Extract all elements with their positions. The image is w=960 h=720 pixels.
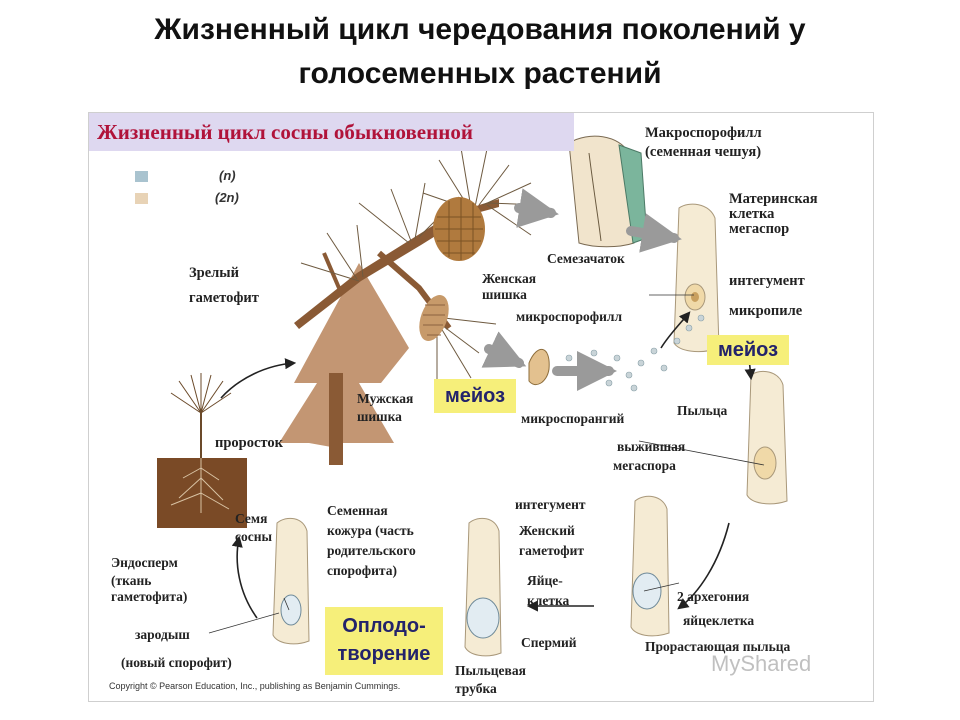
label-seed-coat-3: родительского [327,543,416,558]
meiosis-right-label: мейоз [707,335,789,365]
label-germinating-pollen: Прорастающая пыльца [645,639,791,654]
label-sperm: Спермий [521,635,577,650]
seedling-illustration [157,373,247,528]
pine-tree-illustration [279,147,544,465]
label-seed-coat-2: кожура (часть [327,523,414,538]
legend-swatch-diploid [135,193,148,204]
label-female-cone-2: шишка [482,287,527,302]
legend-swatch-haploid [135,171,148,182]
label-seeds-1: Семя [235,511,268,526]
label-megaspore-mother-cell-1: Материнская [729,191,818,207]
label-seed-coat-1: Семенная [327,503,388,518]
grey-process-arrows [481,188,682,391]
life-cycle-figure: Жизненный цикл сосны обыкновенной (n) (2… [88,112,874,702]
label-mature-gametophyte-2: гаметофит [189,290,259,306]
label-female-gametophyte-2: гаметофит [519,543,585,558]
meiosis-left-label: мейоз [434,379,516,413]
label-surviving-megaspore-1: выжившая [617,439,686,454]
label-megaspore-mother-cell-2: клетка [729,206,775,222]
label-mature-gametophyte-1: Зрелый [189,265,239,281]
life-cycle-illustration [157,135,788,657]
label-female-cone-1: Женская [482,271,537,286]
slide-title: Жизненный цикл чередования поколений у г… [40,8,920,96]
label-male-cone-1: Мужская [357,391,414,406]
label-endosperm-3: гаметофита) [111,589,188,604]
figure-title: Жизненный цикл сосны обыкновенной [89,113,574,151]
fertilization-label-line-2: творение [337,643,431,665]
label-integument-top: интегумент [729,273,805,289]
legend-label-haploid: (n) [219,168,236,183]
label-microsporangium: микроспорангий [521,411,625,426]
label-macrosporophyll-note: (семенная чешуя) [645,144,762,160]
label-microsporophyll: микроспорофилл [516,309,623,324]
label-ovule: Семезачаток [547,251,625,266]
label-male-cone-2: шишка [357,409,402,424]
label-pollen-tube-1: Пыльцевая [455,663,526,678]
label-egg-cell-1: Яйце- [527,573,563,588]
label-endosperm-2: (ткань [111,573,152,588]
label-pollen-tube-2: трубка [455,681,497,696]
label-pollen: Пыльца [677,403,728,418]
microsporophyll-illustration [528,349,550,385]
leader-lines [208,294,765,634]
legend-label-diploid: (2n) [215,190,239,205]
fertilization-label: Оплодо- творение [325,607,443,675]
label-megaspore-mother-cell-3: мегаспор [729,221,790,237]
fertilization-label-line-1: Оплодо- [342,615,426,637]
label-egg-cell-lower: яйцеклетка [683,613,755,628]
label-integument-bottom: интегумент [515,497,586,512]
label-two-archegonia: 2 архегония [677,589,750,604]
label-new-sporophyte: (новый спорофит) [121,655,232,670]
label-endosperm-1: Эндосперм [111,555,178,570]
ovule-illustrations [272,203,788,657]
label-seeds-2: сосны [235,529,273,544]
label-seedling: проросток [215,435,283,451]
label-macrosporophyll: Макроспорофилл [645,125,762,141]
watermark-logo: MyShared [711,651,812,676]
copyright-notice: Copyright © Pearson Education, Inc., pub… [109,681,401,691]
label-micropyle: микропиле [729,303,803,319]
slide-title-line-2: голосеменных растений [298,57,662,90]
label-female-gametophyte-1: Женский [519,523,575,538]
label-egg-cell-2: клетка [527,593,570,608]
slide-title-line-1: Жизненный цикл чередования поколений у [154,13,806,46]
label-embryo: зародыш [135,627,190,642]
label-surviving-megaspore-2: мегаспора [613,458,676,473]
label-seed-coat-4: спорофита) [327,563,397,578]
